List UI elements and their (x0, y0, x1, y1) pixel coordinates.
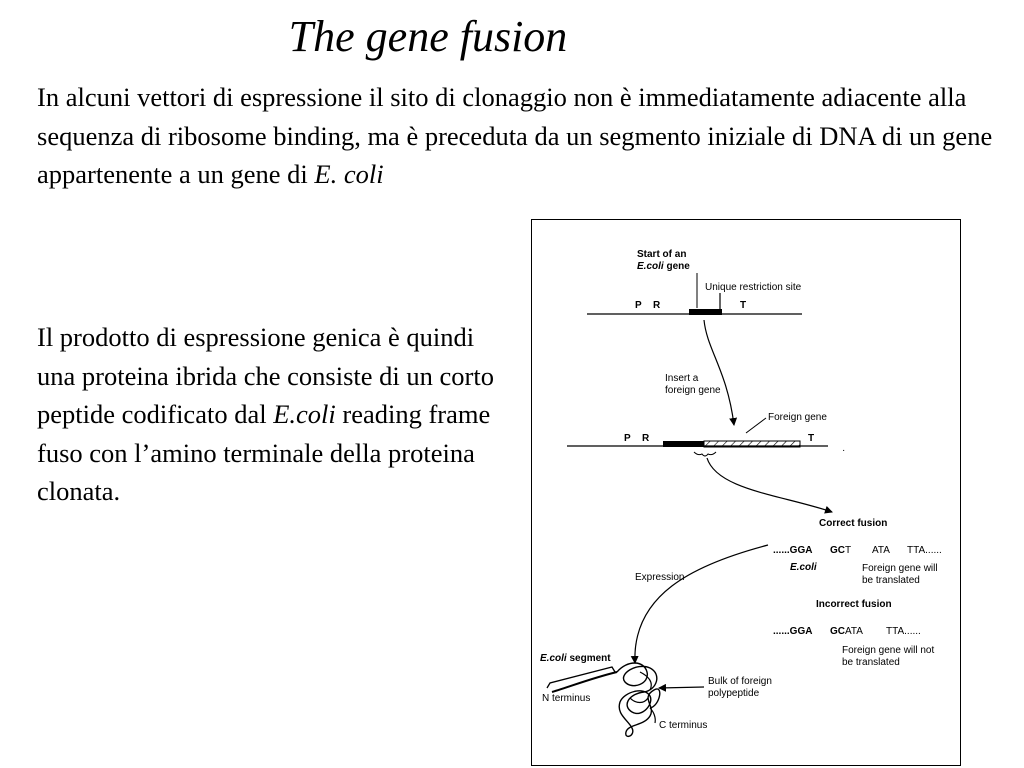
insert-label-line1: Insert a (665, 373, 699, 384)
incorrect-seq-gcata: GCATA (830, 626, 863, 637)
translated-line2: be translated (862, 575, 920, 586)
correct-fusion-label: Correct fusion (819, 518, 887, 529)
correct-seq-t: T (845, 545, 851, 556)
start-label-line1: Start of an (637, 249, 686, 260)
expression-label: Expression (635, 572, 684, 583)
incorrect-fusion-label: Incorrect fusion (816, 599, 892, 610)
correct-seq-gga: ......GGA (773, 545, 812, 556)
foreign-gene-pointer (745, 417, 767, 434)
terminator-t-mid: T (808, 433, 814, 444)
intro-paragraph: In alcuni vettori di espressione il sito… (37, 78, 1022, 194)
foreign-gene-hatched-block (703, 440, 801, 448)
start-label-line2: E.coli gene (637, 261, 690, 272)
bulk-label-line1: Bulk of foreign (708, 676, 772, 687)
correct-seq-gct: GCT (830, 545, 851, 556)
ecoli-segment-word: segment (567, 653, 612, 664)
correct-seq-gc: GC (830, 545, 845, 556)
not-translated-line1: Foreign gene will not (842, 645, 934, 656)
intro-text: In alcuni vettori di espressione il sito… (37, 82, 993, 189)
bulk-label-line2: polypeptide (708, 688, 760, 699)
incorrect-seq-gc: GC (830, 626, 845, 637)
start-gene: gene (664, 261, 691, 272)
insert-arrow (703, 319, 738, 426)
ecoli-segment-bracket (546, 666, 616, 689)
gene-fusion-diagram: Start of an E.coli gene Unique restricti… (540, 249, 942, 738)
c-terminal-tail (649, 707, 656, 724)
incorrect-seq-tta: TTA...... (886, 626, 921, 637)
ecoli-gene-fused-block (663, 441, 704, 447)
description-part1: Il prodotto di espressione genica è quin… (37, 322, 494, 429)
slide-title: The gene fusion (288, 12, 568, 61)
n-terminus-label: N terminus (542, 693, 590, 704)
insert-label-line2: foreign gene (665, 385, 721, 396)
promoter-r-top: R (653, 300, 661, 311)
ecoli-frame-label: E.coli (790, 562, 817, 573)
unique-site-label: Unique restriction site (705, 282, 802, 293)
fusion-arrow (706, 457, 833, 514)
ecoli-segment-italic: E.coli (540, 653, 567, 664)
incorrect-seq-gga: ......GGA (773, 626, 812, 637)
promoter-r-mid: R (642, 433, 650, 444)
start-ecoli: E.coli (637, 261, 664, 272)
junction-brace (693, 451, 717, 457)
bulk-arrow (658, 683, 705, 692)
terminator-t-top: T (740, 300, 746, 311)
c-terminus-label: C terminus (659, 720, 707, 731)
n-terminal-peptide (551, 671, 618, 693)
gene-fusion-figure: Start of an E.coli gene Unique restricti… (531, 219, 961, 766)
description-ecoli: E.coli (273, 399, 336, 429)
promoter-p-mid: P (624, 433, 631, 444)
not-translated-line2: be translated (842, 657, 900, 668)
correct-seq-tta: TTA...... (907, 545, 942, 556)
incorrect-seq-ata: ATA (845, 626, 863, 637)
description-part2: reading frame fuso con l’amino terminale… (37, 399, 491, 506)
expression-arrow (630, 544, 769, 664)
ecoli-gene-start-block (689, 309, 722, 315)
polypeptide-coil-detail (629, 671, 652, 704)
translated-line1: Foreign gene will (862, 563, 938, 574)
correct-seq-ata: ATA (872, 545, 890, 556)
promoter-p-top: P (635, 300, 642, 311)
intro-ecoli: E. coli (314, 159, 384, 189)
polypeptide-coil (616, 662, 661, 738)
description-paragraph: Il prodotto di espressione genica è quin… (37, 318, 507, 511)
ecoli-segment-label: E.coli segment (540, 653, 611, 664)
stray-mark: · (842, 445, 845, 456)
foreign-gene-label: Foreign gene (768, 412, 827, 423)
